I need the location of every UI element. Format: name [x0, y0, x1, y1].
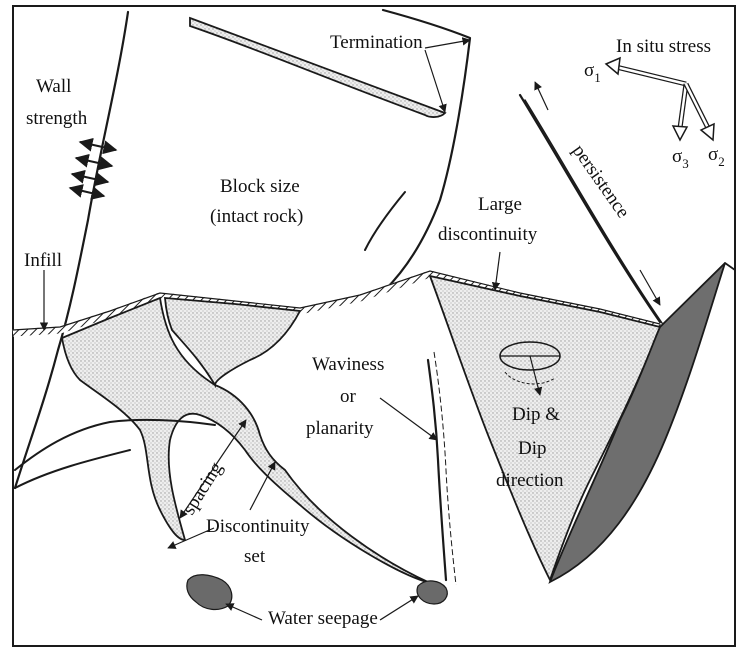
label-block-size-2: (intact rock) [210, 206, 303, 227]
water-seepage-left [187, 575, 232, 610]
small-crack [365, 192, 405, 250]
label-in-situ-stress: In situ stress [616, 36, 711, 57]
label-water-seepage: Water seepage [268, 608, 378, 629]
label-waviness-2: or [340, 386, 357, 407]
label-infill: Infill [24, 250, 62, 271]
label-large-discontinuity-1: Large [478, 194, 522, 215]
label-sigma-1: σ1 [584, 60, 601, 85]
label-sigma-2: σ2 [708, 144, 725, 169]
persistence-arrow-top [535, 82, 548, 110]
water-seepage-right [417, 581, 447, 604]
waviness-line [428, 360, 446, 580]
persistence-arrow-bottom [640, 270, 660, 305]
lower-left-crack [15, 420, 215, 470]
label-wall-strength-2: strength [26, 108, 88, 129]
waviness-pointer [380, 398, 437, 440]
label-dip-2: Dip [518, 438, 547, 459]
label-dip-3: direction [496, 470, 564, 491]
label-persistence: persistence [568, 141, 634, 222]
label-block-size-1: Block size [220, 176, 300, 197]
label-waviness-3: planarity [306, 418, 374, 439]
termination-pointer [425, 40, 470, 48]
seepage-pointer-right [380, 596, 418, 620]
label-termination: Termination [330, 32, 423, 53]
persistence-discontinuity-2 [525, 100, 662, 323]
label-discontinuity-set-2: set [244, 546, 266, 567]
label-waviness-1: Waviness [312, 354, 384, 375]
label-sigma-3: σ3 [672, 146, 689, 171]
label-large-discontinuity-2: discontinuity [438, 224, 538, 245]
label-dip-1: Dip & [512, 404, 560, 425]
stress-arrows [606, 58, 714, 140]
lower-left-crack-2 [15, 450, 130, 488]
label-wall-strength-1: Wall [36, 76, 71, 97]
label-spacing: spacing [178, 458, 227, 519]
large-disc-pointer [495, 252, 500, 290]
label-discontinuity-set-1: Discontinuity [206, 516, 310, 537]
right-edge-line [725, 263, 735, 270]
seepage-pointer-left [226, 604, 262, 620]
termination-pointer-2 [425, 50, 445, 112]
waviness-dashed-line [434, 352, 456, 585]
